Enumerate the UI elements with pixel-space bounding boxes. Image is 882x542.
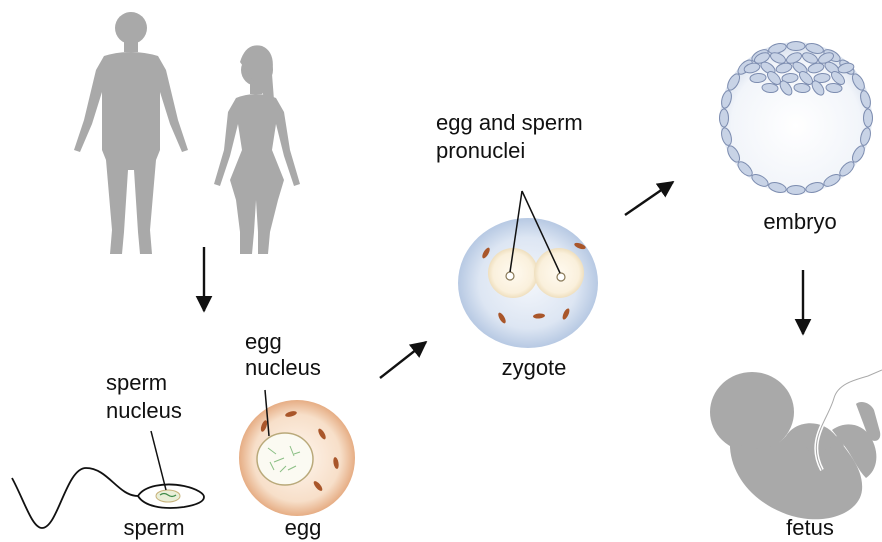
zygote-cell [458,218,598,348]
pronuclei-label-line1: egg and sperm [436,110,583,136]
sperm-nucleus-label-line2: nucleus [106,398,182,424]
fetus-label: fetus [786,515,834,541]
embryo-cell [787,186,805,195]
egg-nucleus [257,433,313,485]
embryo-cell [864,109,873,127]
fetus-silhouette [710,372,880,519]
sperm-label: sperm [123,515,184,541]
zygote-label: zygote [502,355,567,381]
embryo-cell [720,109,729,127]
egg-nucleus-label-line2: nucleus [245,355,321,381]
adult-female-silhouette [214,45,300,254]
embryo-cell [787,42,805,51]
sperm-nucleus-label-line1: sperm [106,370,167,396]
embryo-label: embryo [763,209,836,235]
egg-label: egg [285,515,322,541]
sperm-nucleus [156,490,180,502]
arrow-zygote-to-embryo [625,182,673,215]
egg-nucleus-label-line1: egg [245,329,282,355]
adult-male-silhouette [74,12,188,254]
arrow-gametes-to-zygote [380,342,426,378]
pronuclei-label-line2: pronuclei [436,138,525,164]
sperm-nucleus-pointer [151,431,166,490]
egg-cell [239,400,355,516]
embryo-blastocyst [720,42,873,195]
